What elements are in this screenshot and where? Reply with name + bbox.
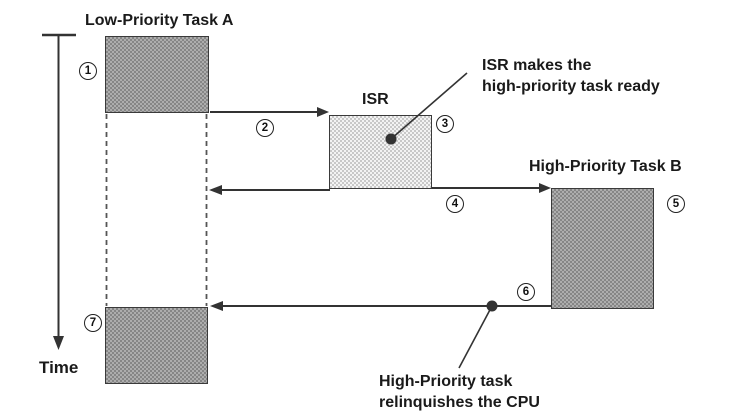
annotation-cpu-release-line1: High-Priority task	[379, 373, 513, 390]
time-axis-arrowhead-icon	[53, 336, 64, 350]
annotation-cpu-release-line2: relinquishes the CPU	[379, 394, 540, 411]
task-b-run-box	[551, 188, 654, 309]
annotation-cpu-release: High-Priority task relinquishes the CPU	[379, 371, 540, 413]
step-marker-7: 7	[84, 314, 102, 332]
task-a-run-box-1	[105, 36, 209, 113]
cpu-release-dot-icon	[486, 300, 498, 312]
arrow-interrupt-head-icon	[317, 107, 329, 117]
isr-title: ISR	[362, 91, 389, 108]
step-marker-3: 3	[436, 115, 454, 133]
annotation-isr-ready-line1: ISR makes the	[482, 57, 592, 74]
step-marker-2: 2	[256, 119, 274, 137]
arrow-isr-return-head-icon	[209, 185, 222, 195]
step-marker-1: 1	[79, 62, 97, 80]
time-axis-label: Time	[39, 358, 79, 377]
task-a-run-box-2	[105, 307, 208, 384]
isr-run-box	[329, 115, 432, 189]
arrow-dispatch-task-b-head-icon	[539, 183, 551, 193]
step-marker-6: 6	[517, 283, 535, 301]
annotation-isr-ready: ISR makes the high-priority task ready	[482, 55, 660, 97]
task-b-title: High-Priority Task B	[529, 158, 682, 175]
task-a-title: Low-Priority Task A	[85, 12, 234, 29]
step-marker-5: 5	[667, 195, 685, 213]
step-marker-4: 4	[446, 195, 464, 213]
annotation-isr-ready-line2: high-priority task ready	[482, 78, 660, 95]
arrow-resume-task-a-head-icon	[210, 301, 223, 311]
leader-line-cpu-release	[458, 305, 493, 369]
